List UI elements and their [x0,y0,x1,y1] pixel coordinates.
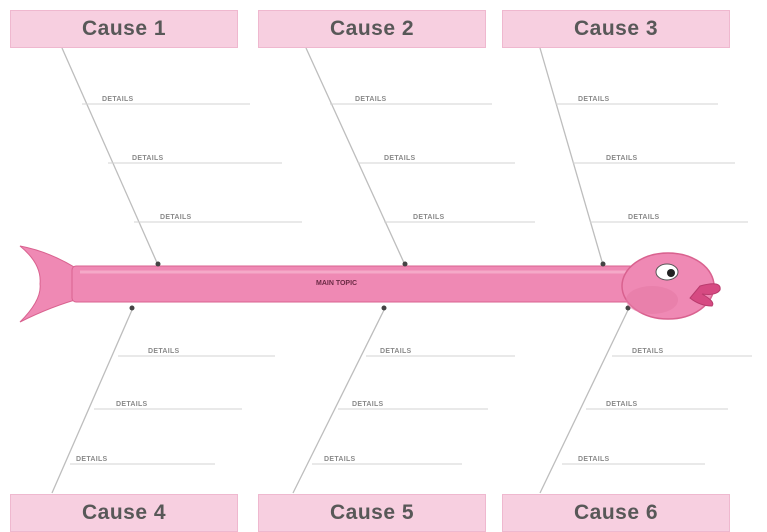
detail-label: DETAILS [578,456,610,463]
detail-label: DETAILS [628,214,660,221]
detail-label: DETAILS [116,401,148,408]
detail-label: DETAILS [380,348,412,355]
cause-box-4: Cause 4 [10,494,238,532]
cause-box-3: Cause 3 [502,10,730,48]
detail-label: DETAILS [606,401,638,408]
bone-cause-3 [540,48,603,265]
main-topic-label: MAIN TOPIC [316,280,357,287]
cause-box-2: Cause 2 [258,10,486,48]
detail-label: DETAILS [355,96,387,103]
detail-label: DETAILS [578,96,610,103]
fish-pupil [667,269,675,277]
detail-label: DETAILS [102,96,134,103]
head-shade [626,286,678,314]
joint-dot [403,262,408,267]
detail-label: DETAILS [132,155,164,162]
detail-label: DETAILS [413,214,445,221]
detail-label: DETAILS [352,401,384,408]
detail-label: DETAILS [148,348,180,355]
detail-label: DETAILS [324,456,356,463]
joint-dot [156,262,161,267]
detail-label: DETAILS [160,214,192,221]
detail-label: DETAILS [632,348,664,355]
cause-box-1: Cause 1 [10,10,238,48]
joint-dot [382,306,387,311]
detail-label: DETAILS [606,155,638,162]
joint-dot [130,306,135,311]
cause-box-6: Cause 6 [502,494,730,532]
detail-label: DETAILS [76,456,108,463]
cause-box-5: Cause 5 [258,494,486,532]
detail-label: DETAILS [384,155,416,162]
joint-dot [601,262,606,267]
